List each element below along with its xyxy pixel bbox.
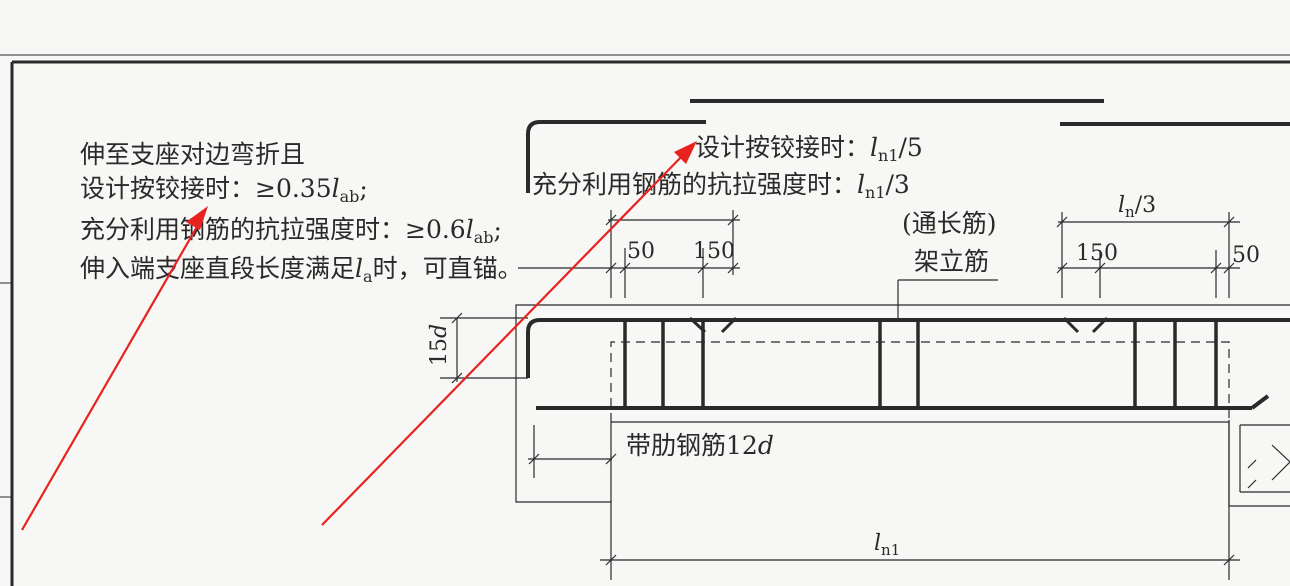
dimension-labels: 50 150 ln/3 150 50 ln1 15d (427, 193, 1260, 559)
top-longitudinal-bar (526, 318, 1290, 378)
left-notes: 伸至支座对边弯折且 设计按铰接时：≥0.35lab; 充分利用钢筋的抗拉强度时：… (80, 140, 523, 286)
dim-15d: 15d (427, 324, 452, 366)
top-notes: 设计按铰接时：ln1/5 充分利用钢筋的抗拉强度时：ln1/3 (532, 133, 923, 202)
dimension-lines (440, 210, 1240, 580)
note-left-line-4: 伸入端支座直段长度满足la时，可直锚。 (80, 254, 523, 286)
main-reinforcement (526, 318, 1290, 410)
red-arrow-right (321, 150, 688, 526)
note-left-line-2: 设计按铰接时：≥0.35lab; (80, 174, 368, 206)
label-erection-bar: 架立筋 (914, 247, 989, 276)
top-bars (526, 99, 1290, 193)
dim-150-right: 150 (1076, 241, 1118, 266)
bar-labels: (通长筋) 架立筋 带肋钢筋12d (626, 209, 998, 460)
drawing-frame (0, 54, 1290, 586)
label-rib-bar: 带肋钢筋12d (626, 431, 774, 460)
arrow-head-right-icon (674, 141, 697, 164)
dim-50-left: 50 (627, 239, 655, 264)
note-top-line-1: 设计按铰接时：ln1/5 (695, 133, 923, 165)
top-bar-left-hook (526, 120, 706, 193)
stirrups (623, 316, 1218, 408)
label-through-bar: (通长筋) (902, 209, 997, 238)
dim-ln-third: ln/3 (1118, 193, 1156, 221)
note-top-line-2: 充分利用钢筋的抗拉强度时：ln1/3 (532, 170, 910, 202)
arrow-head-left-icon (186, 206, 208, 230)
dim-150-left: 150 (693, 239, 735, 264)
beam-outline (515, 304, 1290, 507)
red-annotation-arrows (21, 141, 697, 531)
note-left-line-1: 伸至支座对边弯折且 (80, 140, 305, 169)
dim-50-right: 50 (1232, 243, 1260, 268)
red-arrow-left (21, 217, 203, 531)
note-left-line-3: 充分利用钢筋的抗拉强度时：≥0.6lab; (80, 215, 502, 247)
dim-ln1: ln1 (874, 531, 900, 559)
